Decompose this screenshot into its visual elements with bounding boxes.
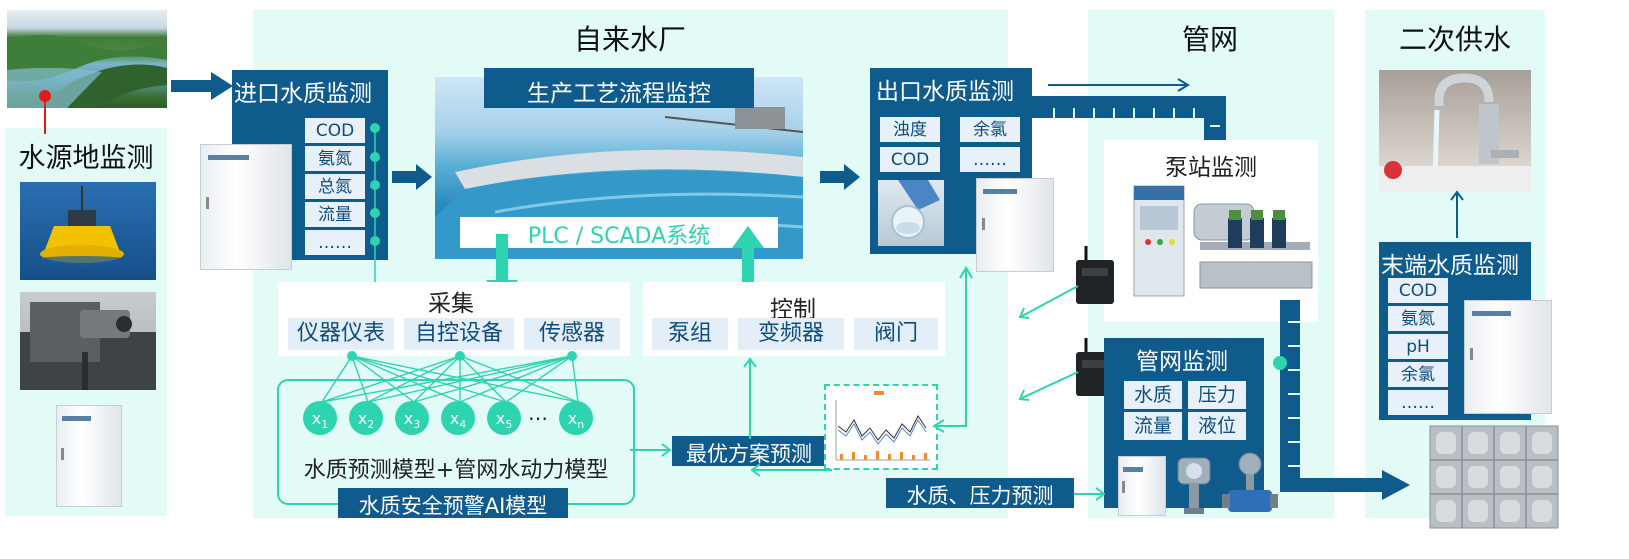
- waterworks-title: 自来水厂: [573, 23, 686, 56]
- outlet-monitor-title: 出口水质监测: [876, 79, 1014, 105]
- network-param-pressure: 压力: [1188, 381, 1246, 409]
- arrow-right-icon: [630, 443, 672, 457]
- router-to-cloud-connector: [1018, 371, 1079, 401]
- water-sample-photo: [878, 180, 944, 246]
- control-item-valve: 阀门: [854, 318, 938, 350]
- scada-bar: [460, 217, 778, 248]
- model-var-x3: x3: [404, 409, 420, 431]
- inlet-param-cod: COD: [305, 118, 365, 143]
- warning-model-label: 水质安全预警AI模型: [358, 494, 548, 518]
- valve-icon: [1273, 356, 1287, 370]
- pipe-segment-right: [1273, 300, 1410, 500]
- optimal-label-bar: [672, 436, 826, 466]
- network-param-quality: 水质: [1124, 381, 1182, 409]
- collect-item-sensor: 传感器: [524, 318, 620, 350]
- scada-label: PLC / SCADA系统: [527, 224, 711, 249]
- outlet-chart-connector: [932, 266, 973, 433]
- outlet-param-chlorine: 余氯: [960, 117, 1020, 142]
- model-network-svg: x1 x2 x3 x4 x5 xn …: [277, 351, 635, 505]
- outlet-to-network-arrow: [1048, 78, 1190, 92]
- model-var-xn: xn: [568, 409, 584, 431]
- arrow-right-icon: [1074, 487, 1106, 501]
- arrow-right-icon: [392, 164, 432, 190]
- terminal-param-chlorine: 余氯: [1388, 362, 1448, 387]
- pipe-segment-top: [1032, 96, 1226, 140]
- model-var-x5: x5: [496, 409, 512, 431]
- network-param-flow: 流量: [1124, 412, 1182, 440]
- process-title-bar: [484, 68, 754, 108]
- model-var-x4: x4: [450, 409, 466, 431]
- warning-model-bar: [338, 488, 568, 518]
- inlet-cabinet: [200, 144, 292, 270]
- model-var-x2: x2: [358, 409, 374, 431]
- outlet-param-more: ……: [960, 147, 1020, 172]
- secondary-supply-title: 二次供水: [1398, 23, 1511, 56]
- pressure-transmitter-icon: [1177, 457, 1211, 514]
- flowmeter-icon: [1222, 452, 1278, 512]
- optimal-label: 最优方案预测: [686, 442, 812, 466]
- chart-to-optimal-connector: [750, 463, 832, 477]
- water-tank-illustration: [1429, 425, 1559, 529]
- water-source-cabinet: [56, 405, 122, 507]
- inlet-monitor-title: 进口水质监测: [234, 81, 372, 107]
- network-monitor-title: 管网监测: [1136, 349, 1228, 375]
- inlet-param-flow: 流量: [305, 202, 365, 227]
- pipe-network-title: 管网: [1181, 23, 1238, 56]
- terminal-param-ammonia: 氨氮: [1388, 306, 1448, 331]
- buoy-photo: [20, 182, 156, 280]
- collect-item-automation: 自控设备: [404, 318, 514, 350]
- model-var-x1: x1: [312, 409, 328, 431]
- terminal-param-cod: COD: [1388, 278, 1448, 303]
- outlet-cabinet: [976, 178, 1054, 272]
- outlet-param-turbidity: 浊度: [880, 117, 940, 142]
- collect-title: 采集: [428, 291, 474, 317]
- inlet-param-ammonia: 氨氮: [305, 146, 365, 171]
- model-var-ellipsis: …: [528, 401, 548, 425]
- arrow-right-icon: [171, 72, 233, 100]
- arrow-right-icon: [820, 164, 860, 190]
- inlet-param-more: ……: [305, 230, 365, 255]
- control-item-pump: 泵组: [652, 318, 728, 350]
- location-pin-icon: [39, 90, 51, 134]
- collect-item-instruments: 仪器仪表: [288, 318, 394, 350]
- control-item-vfd: 变频器: [738, 318, 844, 350]
- optimal-to-control-connector: [743, 357, 757, 439]
- arrow-up-icon: [732, 226, 764, 304]
- terminal-param-more: ……: [1388, 390, 1448, 415]
- reservoir-photo: [7, 10, 167, 108]
- model-name: 水质预测模型+管网水动力模型: [303, 458, 609, 483]
- router-icon: [1076, 246, 1114, 304]
- pump-station-title: 泵站监测: [1165, 155, 1257, 181]
- arrow-up-icon: [1450, 190, 1464, 238]
- pump-equipment-illustration: [1133, 185, 1313, 297]
- terminal-monitor-title: 末端水质监测: [1381, 253, 1519, 279]
- network-param-level: 液位: [1188, 412, 1246, 440]
- prediction-label: 水质、压力预测: [906, 484, 1054, 508]
- faucet-photo: [1379, 70, 1531, 192]
- outlet-param-cod: COD: [880, 147, 940, 172]
- terminal-param-ph: pH: [1388, 334, 1448, 359]
- prediction-chart-thumbnail: [824, 384, 938, 470]
- terminal-cabinet: [1464, 300, 1552, 414]
- router-to-cloud-connector: [1018, 285, 1079, 319]
- inlet-param-tn: 总氮: [305, 174, 365, 199]
- water-source-title: 水源地监测: [18, 143, 154, 174]
- process-title: 生产工艺流程监控: [527, 81, 711, 107]
- monitoring-station-photo: [20, 292, 156, 390]
- network-cabinet: [1118, 456, 1166, 516]
- prediction-label-bar: [886, 478, 1074, 508]
